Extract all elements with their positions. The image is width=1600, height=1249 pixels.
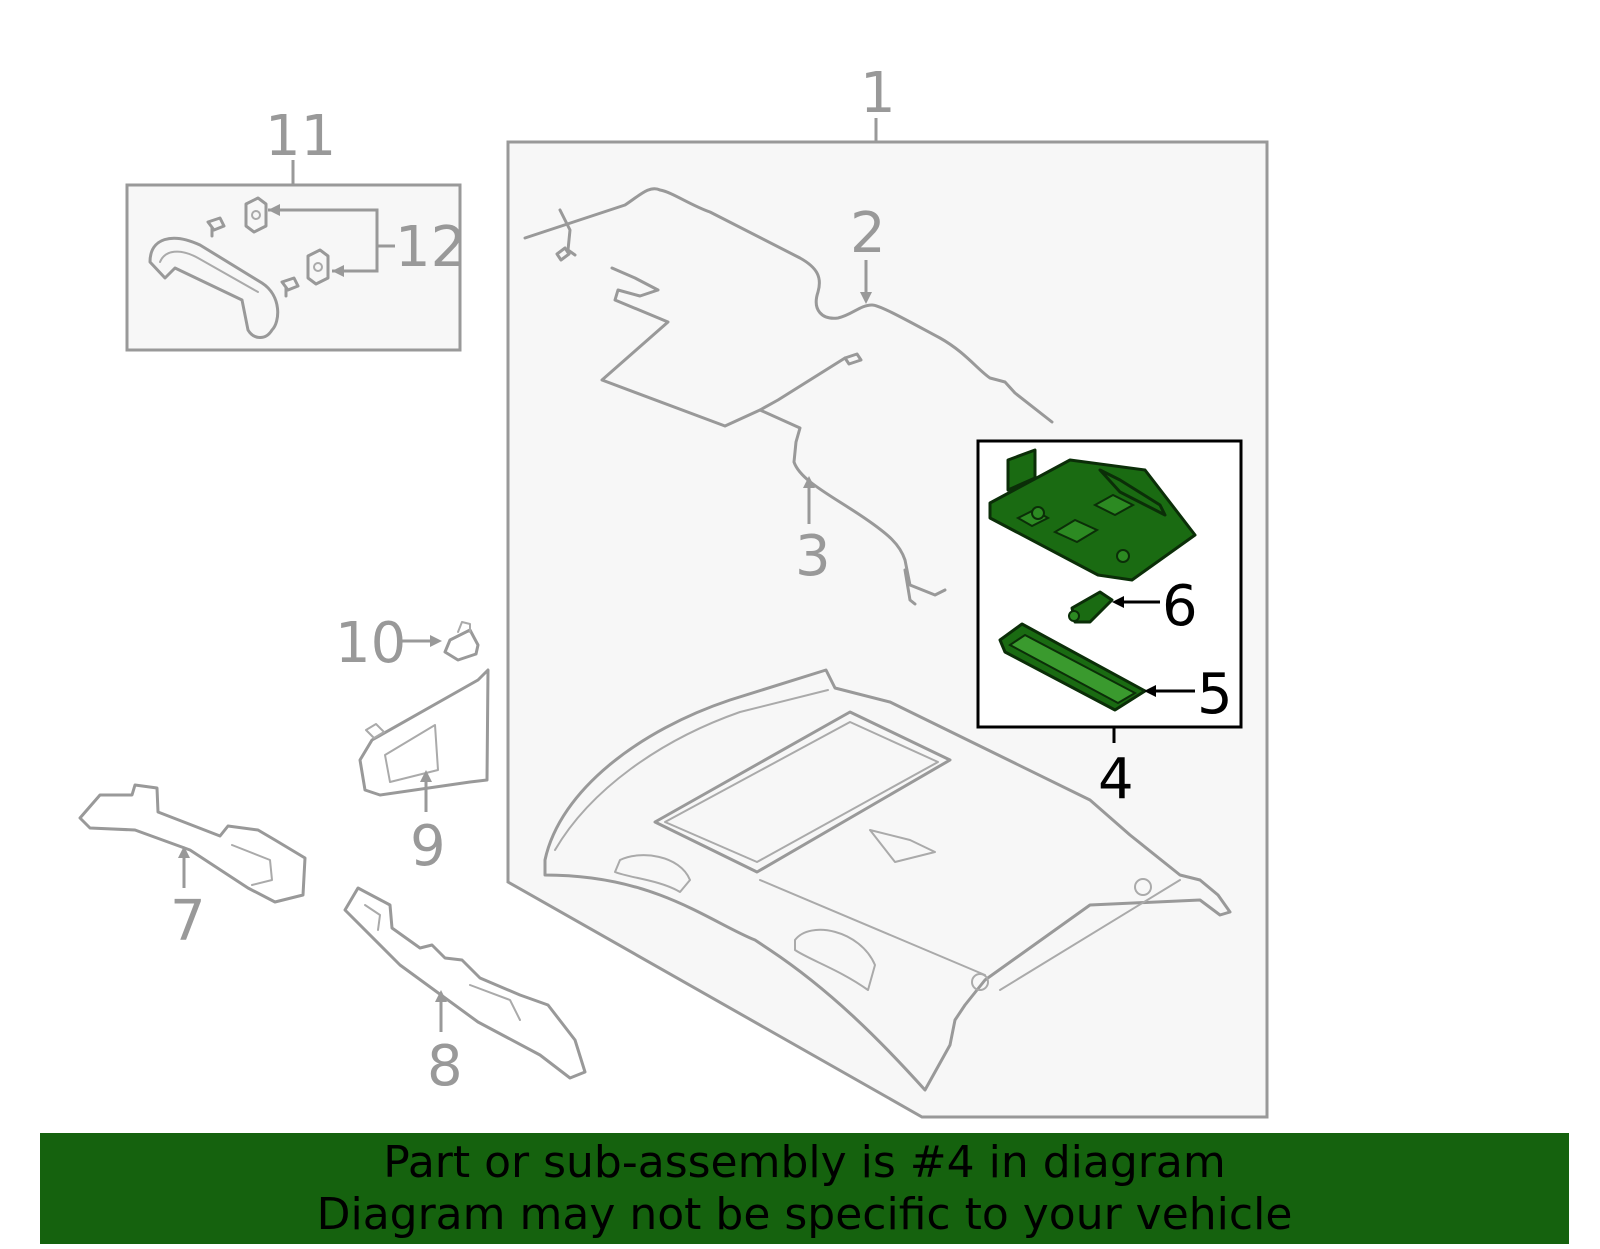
a-pillar-trim-8	[343, 886, 587, 1080]
callout-9[interactable]: 9	[410, 814, 446, 879]
info-banner: Part or sub-assembly is #4 in diagram Di…	[40, 1133, 1569, 1244]
dome-lamp-bulb[interactable]	[1068, 590, 1114, 624]
dome-lamp-lens[interactable]	[998, 622, 1147, 712]
grab-handle-drawing	[148, 196, 330, 339]
roof-wire-harness-3	[600, 266, 947, 606]
callout-1[interactable]: 1	[860, 61, 896, 126]
sun-visor	[358, 668, 490, 797]
sun-visor-clip	[443, 621, 480, 662]
callout-12[interactable]: 12	[395, 215, 466, 280]
callout-4[interactable]: 4	[1098, 747, 1134, 812]
banner-line-2: Diagram may not be specific to your vehi…	[316, 1188, 1293, 1240]
headliner-assembly-box	[506, 140, 1269, 1119]
banner-line-1: Part or sub-assembly is #4 in diagram	[383, 1136, 1226, 1188]
headliner-panel	[543, 668, 1232, 1092]
a-pillar-trim-7	[78, 783, 307, 904]
callout-2[interactable]: 2	[850, 201, 886, 266]
callout-3[interactable]: 3	[795, 524, 831, 589]
dome-lamp-housing[interactable]	[988, 448, 1197, 582]
callout-11[interactable]: 11	[265, 104, 336, 169]
callout-7[interactable]: 7	[170, 889, 206, 954]
callout-10[interactable]: 10	[335, 611, 406, 676]
grab-handle-assembly-box	[125, 183, 462, 352]
callout-6[interactable]: 6	[1162, 574, 1198, 639]
callout-8[interactable]: 8	[427, 1034, 463, 1099]
callout-5[interactable]: 5	[1197, 662, 1233, 727]
roof-wire-harness-2	[523, 187, 1054, 424]
